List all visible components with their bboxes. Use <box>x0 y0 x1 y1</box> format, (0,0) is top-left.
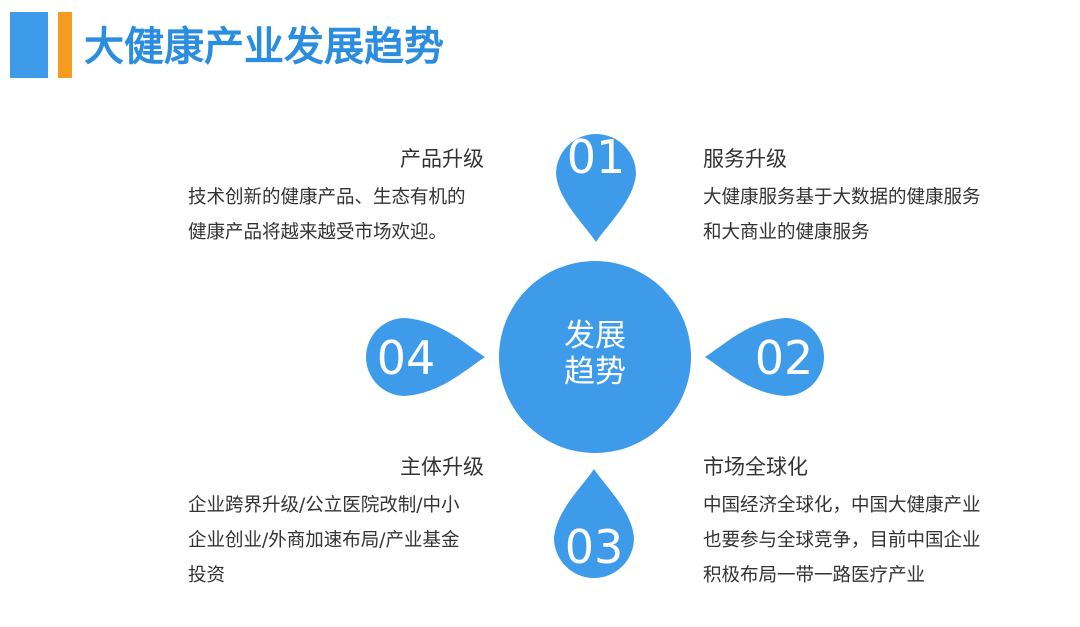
item-01-line: 技术创新的健康产品、生态有机的 <box>188 187 466 208</box>
item-02-line: 大健康服务基于大数据的健康服务 <box>703 187 981 208</box>
drop-01-number: 01 <box>566 130 626 184</box>
drop-02-number: 02 <box>754 331 814 385</box>
item-02-description: 大健康服务基于大数据的健康服务 和大商业的健康服务 <box>703 180 981 250</box>
center-circle <box>499 261 691 453</box>
center-label-line2: 趋势 <box>564 354 626 390</box>
item-03-description: 中国经济全球化，中国大健康产业 也要参与全球竞争，目前中国企业 积极布局一带一路… <box>703 488 981 593</box>
item-04-title: 主体升级 <box>400 455 484 479</box>
item-01-description: 技术创新的健康产品、生态有机的 健康产品将越来越受市场欢迎。 <box>188 180 466 250</box>
title-accent-bar-blue <box>10 12 48 78</box>
title-accent-bar-orange <box>58 12 72 78</box>
item-01-title: 产品升级 <box>400 147 484 171</box>
item-04-line: 企业跨界升级/公立医院改制/中小 <box>188 495 460 516</box>
drop-04-number: 04 <box>376 331 436 385</box>
drop-04-shape <box>366 318 485 396</box>
drop-03-number: 03 <box>564 520 624 574</box>
drop-01-shape <box>556 134 636 242</box>
item-01-line: 健康产品将越来越受市场欢迎。 <box>188 222 448 243</box>
item-04-description: 企业跨界升级/公立医院改制/中小 企业创业/外商加速布局/产业基金 投资 <box>188 488 459 593</box>
center-label: 发展 趋势 <box>495 318 695 390</box>
item-03-line: 积极布局一带一路医疗产业 <box>703 565 926 586</box>
item-04-line: 企业创业/外商加速布局/产业基金 <box>188 530 460 551</box>
item-04-line: 投资 <box>188 565 226 586</box>
item-02-title: 服务升级 <box>703 147 787 171</box>
drop-02-shape <box>705 318 824 396</box>
drop-03-shape <box>554 469 634 578</box>
item-02-line: 和大商业的健康服务 <box>703 222 870 243</box>
center-label-line1: 发展 <box>564 318 626 354</box>
page-title: 大健康产业发展趋势 <box>84 24 444 70</box>
item-03-line: 中国经济全球化，中国大健康产业 <box>703 495 981 516</box>
item-03-title: 市场全球化 <box>703 455 808 479</box>
item-03-line: 也要参与全球竞争，目前中国企业 <box>703 530 981 551</box>
